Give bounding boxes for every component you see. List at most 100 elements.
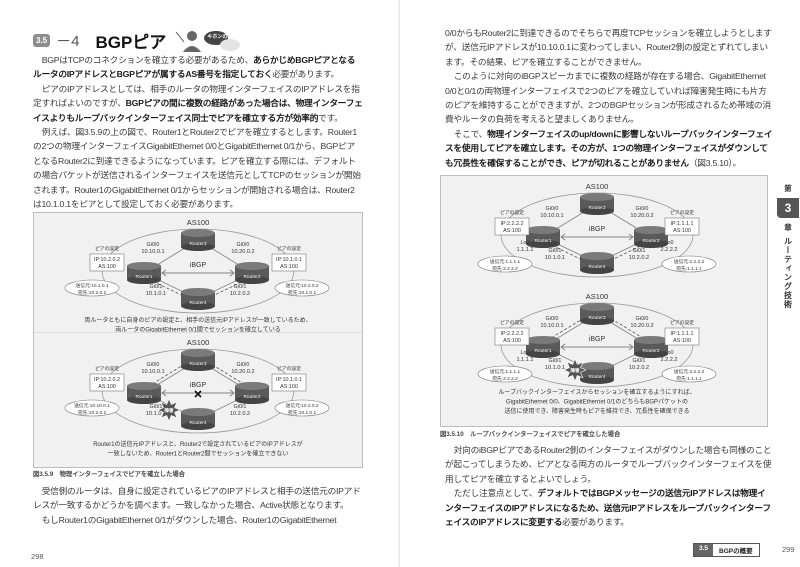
router-icon-base [127,396,161,404]
right-peer-config-as: AS:100 [280,264,298,270]
right-peer-config [271,373,307,392]
footer-section-number: 3.5 [694,544,714,556]
ibgp-label: iBGP [190,262,207,269]
router-icon [580,307,614,321]
router-label: Router3 [588,205,605,211]
left-session-bubble-dst: 宛先:2.2.2.2 [492,375,518,382]
router-icon-top [580,252,614,260]
router-icon [526,230,560,244]
r1-gi00-label-ip: 10.10.0.1 [540,323,563,329]
r2-lo0-label-ip: 2.2.2.2 [660,357,677,363]
paragraph: 例えば、図3.5.9の上の図で、Router1とRouter2でピアを確立すると… [33,125,363,211]
router-icon [181,233,215,247]
kihon-badge: キホンのキ [174,28,244,52]
left-peer-config-as: AS:100 [98,264,116,270]
r1-gi01-label: Gi0/1 [150,284,163,290]
right-peer-config-as: AS:100 [280,384,298,390]
right-session-bubble [274,399,330,417]
r1-gi00-label-ip: 10.10.0.1 [141,369,164,375]
r1-gi01-label: Gi0/1 [150,404,163,410]
r2-gi01-label-ip: 10.2.0.2 [230,291,250,297]
router-icon-base [634,350,668,358]
right-peer-config-ip: IP:10.1.0.1 [276,257,302,263]
r2-gi00-label: Gi0/0 [237,242,250,248]
r1-gi00-label: Gi0/0 [147,362,160,368]
left-peer-config-ip: IP:2.2.2.2 [500,331,523,337]
page-number: 298 [31,552,44,561]
router-icon-top [526,226,560,234]
right-page: 0/0からもRouter2に到達できるのでそちらで再度TCPセッションを確立しよ… [400,0,800,567]
emphasis-text: 物理インターフェイスのup/downに影響しないループバックインターフェイスを使… [445,128,773,168]
right-session-bubble-dst: 宛先:10.1.0.1 [288,289,317,296]
router-icon-top [181,408,215,416]
right-session-bubble-dst: 宛先:10.1.0.1 [288,409,317,416]
ibgp-label: iBGP [190,382,207,389]
right-peer-config-ip: IP:1.1.1.1 [670,221,693,227]
router-icon-base [580,266,614,274]
r2-lo0-label: Lo0 [665,350,674,356]
failure-x-icon [194,390,202,398]
arrow-head-left [161,269,167,277]
right-peer-config-ip: IP:1.1.1.1 [670,331,693,337]
router-icon-top [235,382,269,390]
left-session-bubble-src: 送信元:10.1.0.1 [75,282,108,289]
failure-label: 障害 [165,407,174,414]
peer-config-title: ピアの設定 [95,365,119,372]
router-icon [526,340,560,354]
r1-gi01-label-ip: 10.1.0.1 [545,365,565,371]
r1-lo0-label: Lo0 [521,240,530,246]
router-icon-top [580,193,614,201]
emphasis-text: デフォルトではBGPメッセージの送信元IPアドレスは物理インターフェイスのIPア… [445,488,771,528]
right-peer-config-ip: IP:10.1.0.1 [276,377,302,383]
r2-lo0-label-ip: 2.2.2.2 [660,247,677,253]
right-session-bubble-dst: 宛先:1.1.1.1 [676,375,702,382]
router-icon-top [235,262,269,270]
paragraph: 受信側のルータは、自身に設定されているピアのIPアドレスと相手の送信元のIPアド… [33,484,363,513]
diagram-caption-line: 両ルータともに自身のピアの設定と、相手の送信元IPアドレスが一致しているため、 [84,316,311,324]
diagram-caption-line: ループバックインターフェイスからセッションを確立するようにすれば、 [498,388,695,396]
router-label: Router2 [243,274,260,280]
footer-section-title: BGPの概要 [713,544,759,556]
paragraph: BGPはTCPのコネクションを確立する必要があるため、あらかじめBGPピアとなる… [33,53,363,82]
paragraph-text: 0/0からもRouter2に到達できるのでそちらで再度TCPセッションを確立しよ… [445,28,772,67]
chapter-title: ルーティング技術 [783,237,793,309]
left-session-bubble-dst: 宛先:2.2.2.2 [492,265,518,272]
r1-gi01-label-ip: 10.1.0.1 [146,411,166,417]
router-label: Router4 [588,374,605,380]
router-icon [634,230,668,244]
body-text: 受信側のルータは、自身に設定されているピアのIPアドレスと相手の送信元のIPアド… [33,484,363,527]
paragraph-text: このように対向のiBGPスピーカまでに複数の経路が存在する場合、GigabitE… [445,71,771,125]
left-peer-config-as: AS:100 [98,384,116,390]
router-icon [181,353,215,367]
peer-config-title: ピアの設定 [500,319,524,326]
right-peer-config [664,327,700,346]
section-title: BGPピア [95,32,167,52]
chapter-suffix: 章 [784,223,792,232]
paragraph: そこで、物理インターフェイスのup/downに影響しないループバックインターフェ… [445,127,773,170]
router-icon-top [580,303,614,311]
r1-lo0-label: Lo0 [521,350,530,356]
router-label: Router1 [534,348,551,354]
as-label: AS100 [187,338,210,347]
router-icon [580,197,614,211]
as-label: AS100 [187,218,210,227]
router-icon-base [526,350,560,358]
right-peer-config-as: AS:100 [673,338,691,344]
right-session-bubble-src: 送信元:10.2.0.2 [285,282,318,289]
router-icon-top [634,226,668,234]
tcp-session-path [143,355,253,390]
arrow-head-left [161,389,167,397]
chapter-prefix: 第 [784,184,792,193]
router-icon [127,266,161,280]
router-icon-base [580,317,614,325]
ibgp-label: iBGP [589,226,606,233]
router-icon-base [235,276,269,284]
left-session-bubble [64,279,120,297]
router-icon [127,386,161,400]
router-icon [235,386,269,400]
router-icon-top [181,229,215,237]
